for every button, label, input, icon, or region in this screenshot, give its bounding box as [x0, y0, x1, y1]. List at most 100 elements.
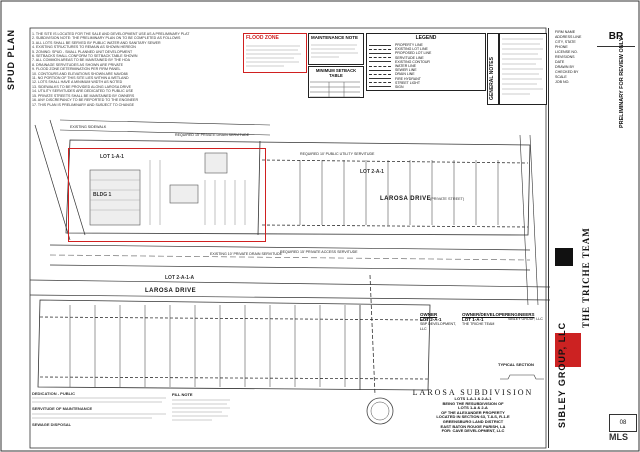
title-line: EAST BATON ROUGE PARISH, LA — [440, 423, 506, 429]
setback-table-grid — [310, 81, 360, 98]
legend-item: PROPOSED LOT LINE — [369, 51, 483, 55]
flood-zone-box: FLOOD ZONE — [243, 33, 307, 73]
servitude-label: REQUIRED 15' PRIVATE DRAIN SERVITUDE — [175, 133, 250, 137]
setback-table: MINIMUM SETBACK TABLE — [308, 66, 364, 98]
typical-section: TYPICAL SECTION — [498, 362, 546, 386]
general-note-item: 6. SETBACKS SHALL CONFORM TO SETBACK TAB… — [32, 54, 138, 59]
owner-block: OWNER LOT 2-A-1 SBP DEVELOPMENT, LLC OWN… — [420, 312, 548, 358]
flood-zone-title: FLOOD ZONE — [246, 35, 279, 41]
dedication-notes: DEDICATION - PUBLIC SERVITUDE OF MAINTEN… — [32, 391, 170, 446]
general-note-item: 1. THE SITE IS LOCATED FOR THE SALE AND … — [32, 32, 190, 36]
servitude-lines — [32, 413, 166, 418]
right-panel-line: CITY, STATE — [555, 40, 576, 44]
general-note-item: 16. ANY DISCREPANCY TO BE REPORTED TO TH… — [32, 98, 139, 103]
servitude-label: EXISTING SIDEWALK — [70, 125, 107, 129]
owner-left-lot: LOT 2-A-1 — [420, 317, 442, 322]
right-logo-bottom: SIBLEY GROUP, LLC — [557, 321, 567, 428]
servitude-heading: SERVITUDE OF MAINTENANCE — [32, 406, 93, 412]
fill-note-heading: FILL NOTE — [172, 392, 193, 397]
legend-item-label: SEWER LINE — [395, 68, 417, 73]
site-plan-drawing — [30, 119, 550, 396]
dedication-heading: DEDICATION - PUBLIC — [32, 391, 76, 396]
right-stamp-text: PRELIMINARY FOR REVIEW ONLY — [619, 37, 625, 128]
title-line: LOCATED IN SECTION 63, T-8-S, R-1-E — [436, 414, 510, 420]
title-line: BEING THE RESUBDIVISION OF — [442, 400, 504, 406]
right-panel-line: PHONE — [555, 45, 568, 49]
dedication-lines — [32, 397, 166, 403]
general-note-item: 8. DRAINAGE SERVITUDES AS SHOWN ARE PRIV… — [32, 62, 124, 67]
owner-right-name: SIBLEY GROUP, LLC — [508, 317, 543, 321]
legend-item-label: DRAIN LINE — [395, 72, 415, 77]
right-panel-line: ADDRESS LINE — [555, 35, 582, 39]
legend-item-label: FIRE HYDRANT — [395, 76, 421, 81]
firm-logo-area: THE TRICHE TEAM SIBLEY GROUP, LLC — [551, 227, 633, 434]
right-panel-line: REVISIONS — [555, 55, 575, 59]
title-line: OF THE ALEXANDER PROPERTY — [441, 409, 505, 415]
owner-mid-name: THE TRICHE TEAM — [462, 322, 495, 326]
typical-section-label: TYPICAL SECTION — [498, 362, 534, 367]
legend-item-label: WATER LINE — [395, 64, 417, 69]
sewage-heading: SEWAGE DISPOSAL — [32, 421, 72, 427]
general-note-item: 7. ALL COMMON AREAS TO BE MAINTAINED BY … — [32, 58, 130, 63]
legend-item-label: SIGN — [395, 84, 404, 89]
right-logo-top: THE TRICHE TEAM — [581, 227, 591, 328]
right-panel-line: DATE — [555, 60, 565, 64]
fill-note: FILL NOTE — [172, 392, 232, 446]
servitude-label: EXISTING 10' PRIVATE DRAIN SERVITUDE — [210, 252, 282, 256]
general-note-item: 9. FLOOD ZONE DETERMINATION PER FIRM PAN… — [32, 67, 121, 72]
right-panel-line: CHECKED BY — [555, 70, 579, 74]
title-line: FOR: CAVE DEVELOPMENT, LLC — [441, 428, 505, 434]
legend-item: PROPERTY LINE — [369, 43, 483, 47]
lot-1-a-1-red-outline — [68, 148, 266, 242]
sheet-title-left: SPUD PLAN — [6, 28, 16, 90]
maintenance-note-title: MAINTENANCE NOTE — [311, 35, 358, 40]
legend-title: LEGEND — [415, 35, 437, 41]
legend-item: STREET LIGHT — [369, 81, 483, 85]
legend-item: FIRE HYDRANT — [369, 77, 483, 81]
lot-label-upper-right: LOT 2-A-1 — [360, 169, 384, 175]
general-notes-tab: GENERAL NOTES — [487, 33, 499, 105]
general-notes-right — [499, 33, 547, 105]
building-label: BLDG 1 — [93, 192, 112, 198]
triche-logo-icon — [555, 248, 573, 266]
owner-mid-heading: OWNER/DEVELOPER — [462, 312, 509, 317]
right-panel-line: JOB NO. — [555, 80, 570, 84]
owner-mid-lot: LOT 1-A-1 — [462, 317, 484, 322]
general-note-item: 11. NO PORTION OF THIS SITE LIES WITHIN … — [32, 76, 129, 81]
legend-swatch-icon — [369, 65, 391, 67]
lot-label-upper: LOT 1-A-1 — [100, 154, 124, 160]
title-line: LOTS 1-A-1 & 2-A-1 — [454, 396, 492, 401]
general-note-item: 4. EXISTING STRUCTURES TO REMAIN AS SHOW… — [32, 45, 136, 50]
general-note-item: 13. SIDEWALKS TO BE PROVIDED ALONG LAROS… — [32, 84, 131, 89]
general-note-item: 2. SUBDIVISION NOTE: THE PRELIMINARY PLA… — [32, 36, 181, 41]
mls-watermark: MLS — [609, 432, 628, 442]
maintenance-text-lines — [311, 44, 358, 58]
sib-logo-icon — [555, 333, 581, 367]
title-line: LOTS 1-A & 2-A — [458, 405, 488, 411]
servitude-label: REQUIRED 15' PRIVATE ACCESS SERVITUDE — [280, 250, 358, 254]
general-note-item: 3. ALL LOTS SHALL BE SERVED BY PUBLIC WA… — [32, 40, 161, 45]
general-notes-block: 1. THE SITE IS LOCATED FOR THE SALE AND … — [32, 32, 232, 132]
legend-item: EXISTING LOT LINE — [369, 47, 483, 51]
legend-item-label: EXISTING CONTOUR — [395, 59, 430, 64]
legend-swatch-icon — [369, 73, 391, 75]
legend-swatch-icon — [369, 57, 391, 59]
sheet-code: BR — [608, 31, 624, 42]
general-note-item: 15. PRIVATE STREETS SHALL BE MAINTAINED … — [32, 93, 135, 98]
setback-table-title: MINIMUM SETBACK TABLE — [315, 68, 357, 78]
legend-item: SEWER LINE — [369, 68, 483, 72]
legend-item-label: PROPERTY LINE — [395, 43, 423, 48]
maintenance-note-box: MAINTENANCE NOTE — [308, 33, 364, 65]
legend-item: DRAIN LINE — [369, 72, 483, 76]
typical-section-drawing — [500, 374, 544, 380]
legend-item: SIGN — [369, 85, 483, 89]
street-label-lower: LAROSA DRIVE — [145, 288, 197, 294]
general-notes-label: GENERAL NOTES — [489, 57, 495, 100]
owner-left-name: SBP DEVELOPMENT, LLC — [420, 322, 456, 331]
fill-note-lines — [172, 399, 230, 421]
